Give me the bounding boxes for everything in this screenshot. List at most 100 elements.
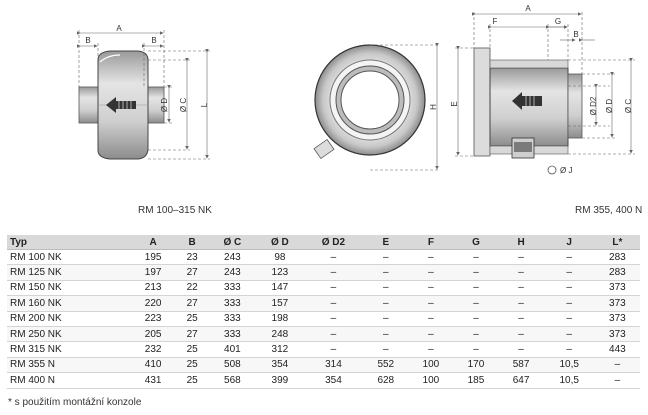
table-cell: – (453, 311, 499, 327)
table-cell: – (408, 264, 454, 281)
table-cell: 157 (256, 295, 304, 312)
table-cell: 552 (363, 357, 409, 374)
table-cell: 25 (175, 311, 209, 327)
table-cell: 248 (256, 326, 304, 343)
table-cell: 333 (208, 326, 257, 343)
dim-label-diam-d: Ø D (160, 98, 169, 112)
table-cell: 312 (256, 341, 304, 358)
table-cell: 223 (130, 311, 176, 327)
table-cell: 205 (130, 326, 176, 343)
column-header: Ø C (208, 235, 257, 250)
table-cell: RM 160 NK (7, 295, 131, 312)
table-cell: – (498, 264, 544, 281)
table-cell: – (594, 372, 640, 389)
table-cell: – (363, 295, 409, 312)
side-view-large-fan: A F G B Ø D2 Ø D Ø C Ø J (472, 4, 635, 175)
table-cell: 100 (408, 357, 454, 374)
table-cell: 213 (130, 280, 176, 297)
column-header: G (453, 235, 499, 250)
table-cell: 628 (363, 372, 409, 389)
front-view-large-fan: H E (313, 43, 475, 171)
dim-label-diam-j: Ø J (560, 166, 572, 175)
table-cell: 333 (208, 311, 257, 327)
column-header: B (175, 235, 209, 250)
table-cell: 373 (594, 295, 640, 312)
table-cell: 25 (175, 372, 209, 389)
airflow-arrow-icon (106, 97, 136, 113)
table-cell: – (498, 326, 544, 343)
table-cell: RM 315 NK (7, 341, 131, 358)
table-cell: – (498, 280, 544, 297)
table-cell: – (543, 249, 595, 266)
table-cell: – (303, 341, 364, 358)
table-cell: – (453, 295, 499, 312)
table-cell: – (363, 311, 409, 327)
column-header: L* (594, 235, 640, 250)
column-header: Ø D2 (303, 235, 364, 250)
table-cell: 333 (208, 280, 257, 297)
table-cell: 123 (256, 264, 304, 281)
table-cell: 232 (130, 341, 176, 358)
table-cell: – (543, 326, 595, 343)
table-cell: 27 (175, 326, 209, 343)
table-cell: – (498, 249, 544, 266)
dim-label-e: E (450, 101, 459, 106)
table-cell: – (363, 326, 409, 343)
table-cell: 10,5 (543, 372, 595, 389)
table-cell: 508 (208, 357, 257, 374)
table-cell: 25 (175, 341, 209, 358)
column-header: E (363, 235, 409, 250)
table-cell: 198 (256, 311, 304, 327)
column-header: J (543, 235, 595, 250)
table-cell: – (408, 341, 454, 358)
dim-label-diam-c: Ø C (179, 98, 188, 112)
table-cell: – (303, 311, 364, 327)
table-cell: 333 (208, 295, 257, 312)
dim-label-a-right: A (525, 4, 531, 13)
table-cell: 170 (453, 357, 499, 374)
dimension-drawings: A B B Ø D Ø C L H E (77, 4, 635, 175)
table-cell: RM 150 NK (7, 280, 131, 297)
table-cell: 23 (175, 249, 209, 266)
table-cell: – (453, 326, 499, 343)
table-cell: 373 (594, 280, 640, 297)
dim-label-g: G (555, 17, 561, 26)
table-cell: – (594, 357, 640, 374)
table-cell: – (303, 264, 364, 281)
table-cell: 399 (256, 372, 304, 389)
table-cell: 283 (594, 264, 640, 281)
dim-label-diam-d-large: Ø D (605, 99, 614, 113)
table-cell: RM 100 NK (7, 249, 131, 266)
table-cell: 147 (256, 280, 304, 297)
table-cell: – (543, 295, 595, 312)
table-cell: – (363, 264, 409, 281)
table-cell: 354 (303, 372, 364, 389)
table-cell: – (453, 280, 499, 297)
table-cell: – (408, 326, 454, 343)
table-cell: 410 (130, 357, 176, 374)
dim-label-a: A (116, 24, 122, 33)
table-cell: RM 250 NK (7, 326, 131, 343)
dim-label-f: F (493, 17, 498, 26)
dim-label-diam-c-large: Ø C (624, 99, 633, 113)
table-cell: – (303, 326, 364, 343)
table-cell: 587 (498, 357, 544, 374)
dim-label-h: H (429, 104, 438, 110)
table-cell: – (303, 280, 364, 297)
table-cell: – (408, 311, 454, 327)
dim-label-b-large: B (573, 30, 578, 39)
table-cell: – (363, 280, 409, 297)
table-cell: 401 (208, 341, 257, 358)
table-cell: – (498, 311, 544, 327)
airflow-arrow-icon (512, 92, 542, 110)
table-cell: 443 (594, 341, 640, 358)
table-cell: 373 (594, 326, 640, 343)
table-cell: – (498, 341, 544, 358)
